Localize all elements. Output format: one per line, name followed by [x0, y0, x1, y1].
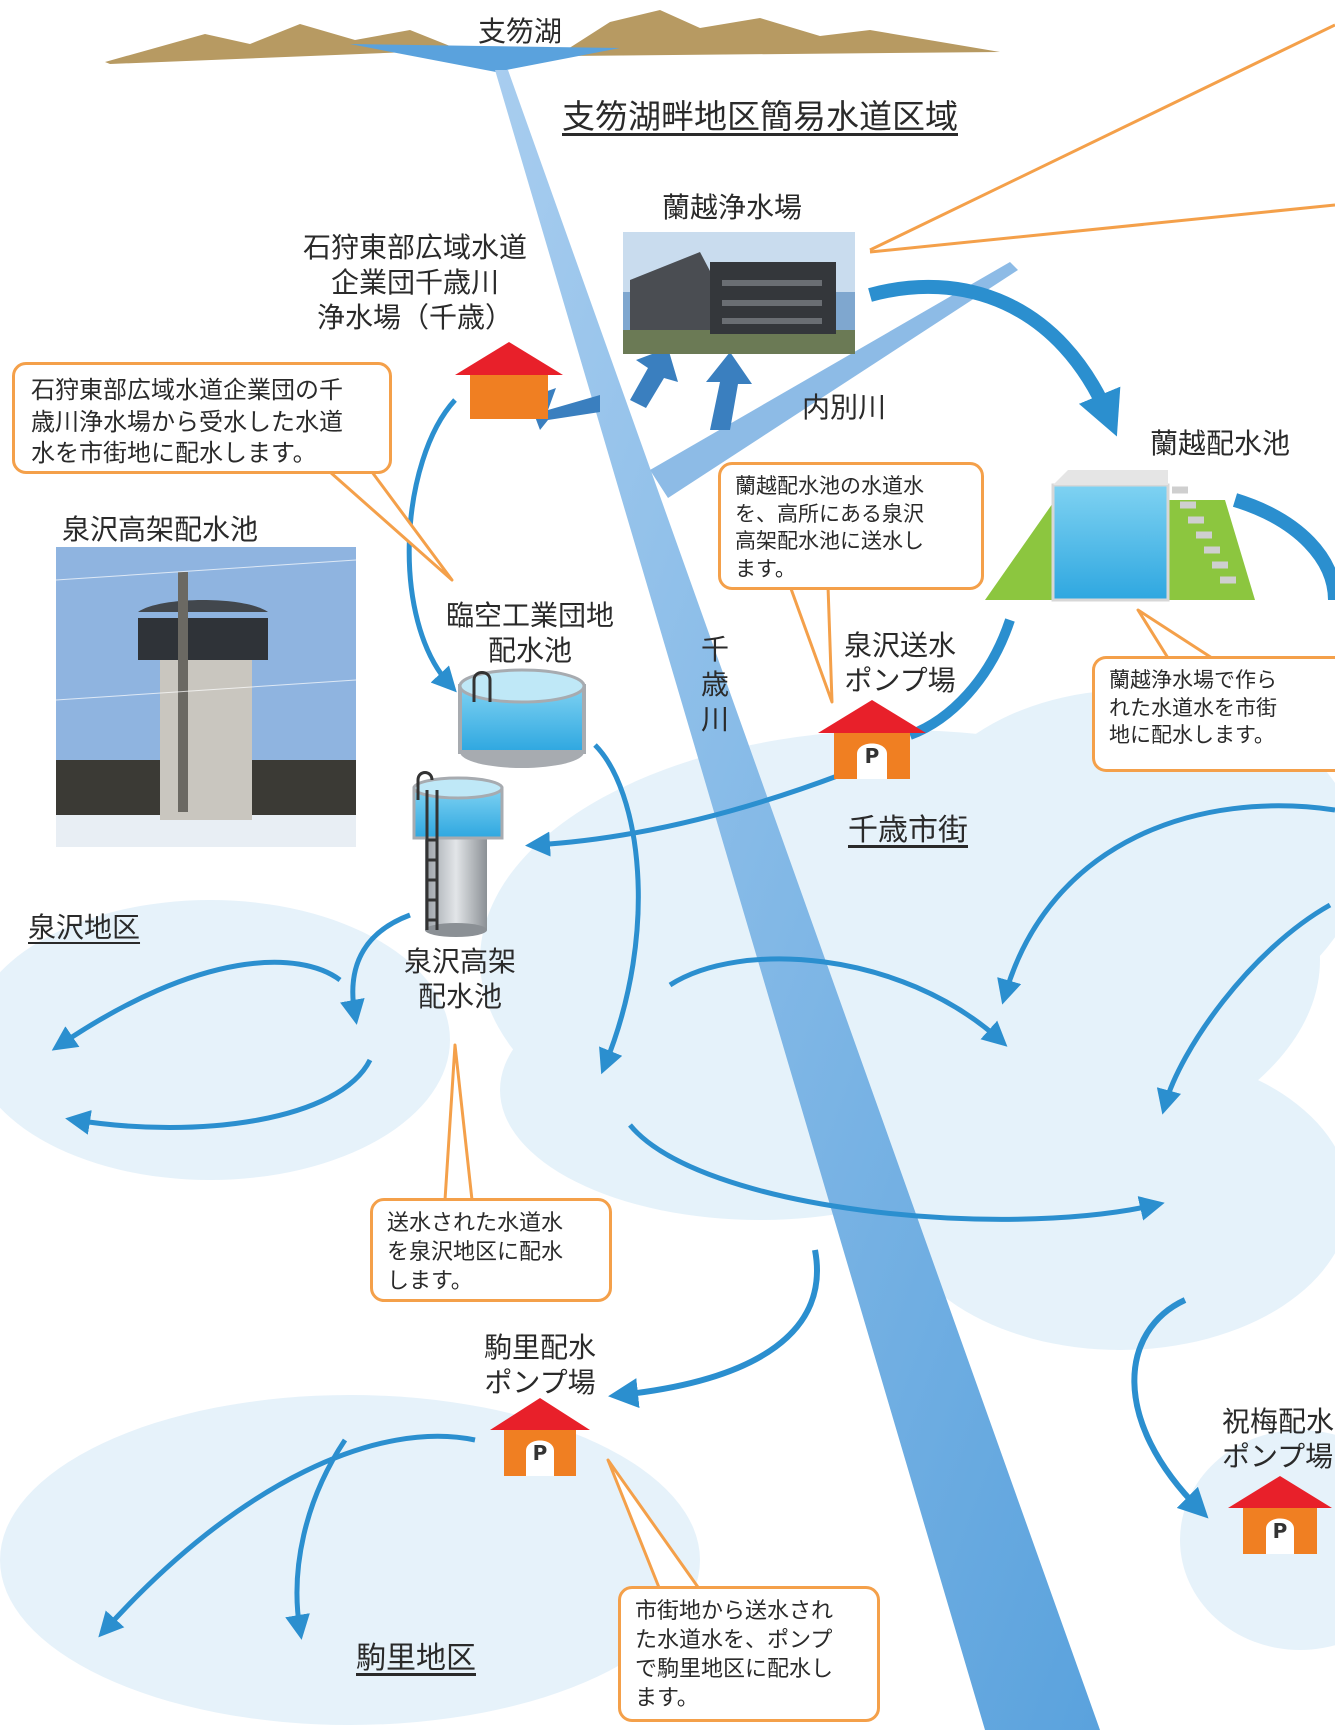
mountains	[105, 10, 1000, 64]
arrow-plant-to-reservoir	[868, 279, 1121, 437]
page-title: 支笏湖畔地区簡易水道区域	[562, 97, 958, 136]
izumisawa-elevated-label: 泉沢高架 配水池	[403, 945, 516, 1013]
iwaiume-pump-label: 祝梅配水 ポンプ場	[1222, 1405, 1335, 1473]
callout-komasato-text: 市街地から送水され た水道水を、ポンプ で駒里地区に配水し ます。	[635, 1599, 834, 1712]
arrow-city-3	[1156, 902, 1332, 1115]
arrow-elevated-to-izumisawa	[340, 912, 411, 1025]
izumisawa-area-label: 泉沢地区	[28, 911, 141, 944]
izumisawa-elevated-shape	[412, 771, 504, 937]
naibetsu-river-label: 内別川	[802, 391, 887, 424]
iwaiume-pump-symbol: P	[1272, 1519, 1288, 1543]
lake-shape	[350, 44, 620, 72]
distribution-arrows	[51, 279, 1335, 1640]
callout-izumisawa-text: 送水された水道水 を泉沢地区に配水 します。	[387, 1211, 564, 1295]
callout-ishikari: 石狩東部広域水道企業団の千 歳川浄水場から受水した水道 水を市街地に配水します。	[12, 362, 392, 474]
chitose-city-label: 千歳市街	[848, 813, 968, 848]
arrow-rinku-to-city	[593, 743, 641, 1075]
rankoshi-plant-photo	[623, 232, 855, 354]
arrow-city-1	[668, 956, 1008, 1047]
callout-tails	[329, 470, 1213, 1591]
arrow-city-4	[628, 1123, 1165, 1222]
chitose-river-label: 千歳川	[700, 633, 729, 736]
arrow-reservoir-to-pump	[908, 618, 1015, 740]
komasato-pump-symbol: P	[532, 1441, 548, 1465]
arrow-city-2	[997, 803, 1335, 1005]
arrow-izumisawa-2	[65, 1058, 373, 1135]
ishikari-plant-label: 石狩東部広域水道 企業団千歳川 浄水場（千歳）	[302, 231, 527, 334]
izumisawa-pump-label: 泉沢送水 ポンプ場	[843, 629, 956, 697]
arrow-city-to-iwaiume	[1131, 1297, 1209, 1519]
naibetsu-river	[650, 262, 1018, 498]
arrow-izumisawa-1	[51, 959, 342, 1051]
komasato-area	[0, 1395, 700, 1725]
callout-komasato: 市街地から送水され た水道水を、ポンプ で駒里地区に配水し ます。	[618, 1586, 880, 1722]
rankoshi-reservoir-shape	[985, 470, 1255, 602]
izumisawa-pump-symbol: P	[864, 744, 880, 768]
chitose-river	[495, 70, 1100, 1730]
orange-guide-lines	[869, 23, 1335, 254]
izumisawa-area	[0, 900, 450, 1180]
izumisawa-pump-house	[818, 700, 926, 779]
rankoshi-plant-label: 蘭越浄水場	[662, 191, 803, 224]
callout-rankoshi-city: 蘭越浄水場で作ら れた水道水を市街 地に配水します。	[1092, 656, 1335, 772]
ishikari-plant-house	[455, 342, 563, 419]
izumisawa-photo-label: 泉沢高架配水池	[62, 513, 259, 546]
arrow-reservoir-to-city	[1232, 493, 1335, 601]
lake-label: 支笏湖	[478, 15, 563, 48]
chitose-city-area	[480, 690, 1335, 1350]
intake-arrows	[528, 348, 752, 430]
komasato-pump-house	[490, 1398, 590, 1476]
iwaiume-pump-house	[1228, 1476, 1332, 1554]
arrow-komasato-1	[98, 1433, 476, 1638]
arrow-komasato-2	[285, 1438, 348, 1640]
callout-izumisawa: 送水された水道水 を泉沢地区に配水 します。	[370, 1198, 612, 1302]
rinku-reservoir-shape	[458, 668, 586, 768]
callout-rankoshi-to-izumisawa: 蘭越配水池の水道水 を、高所にある泉沢 高架配水池に送水し ます。	[718, 462, 984, 590]
rankoshi-reservoir-label: 蘭越配水池	[1150, 427, 1291, 460]
arrow-city-to-komasato	[608, 1249, 820, 1408]
callout-ishikari-text: 石狩東部広域水道企業団の千 歳川浄水場から受水した水道 水を市街地に配水します。	[31, 376, 343, 468]
callout-rankoshi-to-izumisawa-text: 蘭越配水池の水道水 を、高所にある泉沢 高架配水池に送水し ます。	[735, 474, 924, 582]
komasato-pump-label: 駒里配水 ポンプ場	[483, 1331, 596, 1399]
komasato-area-label: 駒里地区	[356, 1641, 476, 1676]
callout-rankoshi-city-text: 蘭越浄水場で作ら れた水道水を市街 地に配水します。	[1109, 668, 1277, 748]
arrow-pump-to-elevated	[525, 772, 841, 857]
izumisawa-tower-photo	[55, 547, 357, 847]
rinku-reservoir-label: 臨空工業団地 配水池	[445, 599, 614, 667]
